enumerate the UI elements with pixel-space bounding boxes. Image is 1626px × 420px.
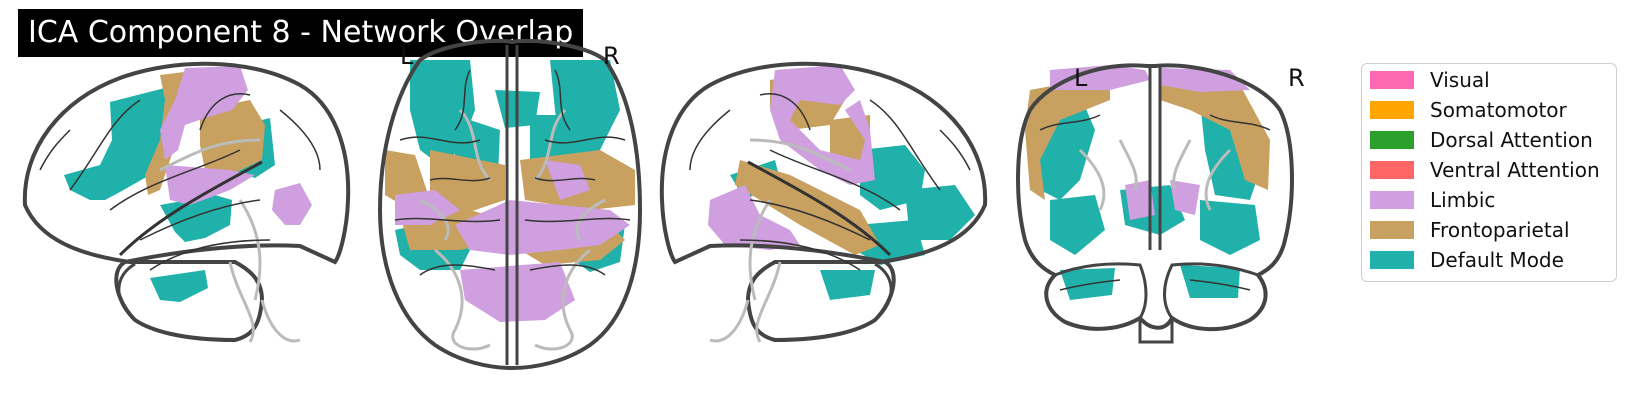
legend-item: Somatomotor <box>1370 97 1567 123</box>
axial-left-marker: L <box>400 42 414 70</box>
legend-swatch-visual <box>1370 71 1414 89</box>
legend-item: Visual <box>1370 67 1490 93</box>
legend-item: Limbic <box>1370 187 1495 213</box>
legend-item: Ventral Attention <box>1370 157 1600 183</box>
sagittal-left-overlay <box>64 66 312 302</box>
legend-swatch-ventral-attention <box>1370 161 1414 179</box>
legend-label: Limbic <box>1430 188 1496 212</box>
axial-overlay <box>385 60 635 322</box>
axial-view <box>377 38 643 371</box>
sagittal-left-view <box>22 61 351 343</box>
legend-label: Somatomotor <box>1430 98 1567 122</box>
legend-swatch-dorsal-attention <box>1370 131 1414 149</box>
legend-swatch-limbic <box>1370 191 1414 209</box>
network-legend: Visual Somatomotor Dorsal Attention Vent… <box>1361 63 1617 282</box>
axial-right-marker: R <box>603 42 620 70</box>
legend-label: Default Mode <box>1430 248 1564 272</box>
legend-swatch-frontoparietal <box>1370 221 1414 239</box>
legend-label: Dorsal Attention <box>1430 128 1593 152</box>
legend-label: Ventral Attention <box>1430 158 1600 182</box>
legend-item: Frontoparietal <box>1370 217 1570 243</box>
coronal-overlay <box>1025 65 1270 300</box>
legend-label: Frontoparietal <box>1430 218 1570 242</box>
sagittal-right-view <box>659 61 988 343</box>
coronal-outline <box>1016 63 1294 344</box>
brain-views <box>22 38 1294 371</box>
legend-swatch-default-mode <box>1370 251 1414 269</box>
coronal-right-marker: R <box>1288 64 1305 92</box>
sagittal-right-overlay <box>708 65 975 300</box>
figure-title: ICA Component 8 - Network Overlap <box>18 9 584 57</box>
legend-label: Visual <box>1430 68 1490 92</box>
axial-outline <box>377 38 643 371</box>
sagittal-left-outline <box>22 61 351 343</box>
sagittal-right-outline <box>659 61 988 343</box>
coronal-view <box>1016 63 1294 344</box>
legend-swatch-somatomotor <box>1370 101 1414 119</box>
coronal-left-marker: L <box>1074 64 1088 92</box>
legend-item: Dorsal Attention <box>1370 127 1593 153</box>
legend-item: Default Mode <box>1370 247 1564 273</box>
